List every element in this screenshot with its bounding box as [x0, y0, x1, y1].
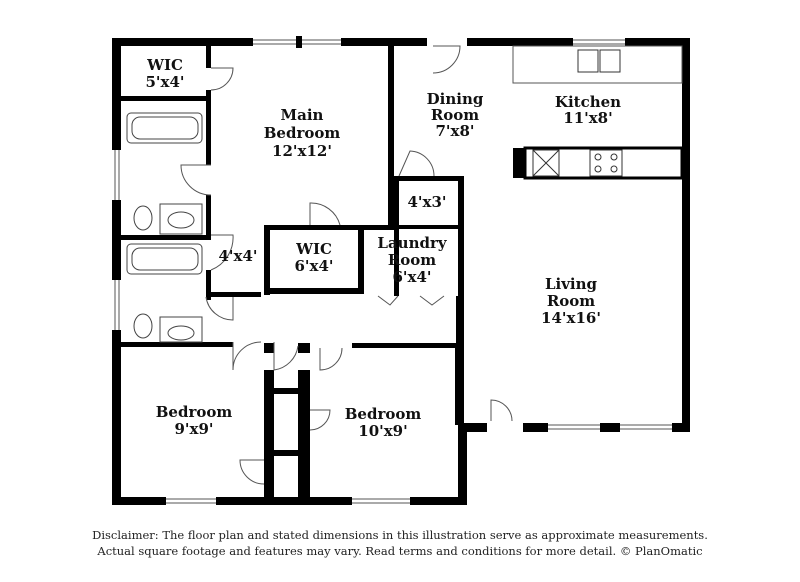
room-name-line2: Room: [547, 292, 595, 310]
room-size: 4'x4': [218, 247, 257, 265]
room-name-line2: Room: [388, 251, 436, 269]
room-size: 11'x8': [563, 109, 612, 127]
room-size: 5'x4': [145, 73, 184, 91]
disclaimer-line-2: Actual square footage and features may v…: [97, 544, 703, 558]
room-size: 6'x4': [392, 268, 431, 286]
room-size: 4'x3': [407, 193, 446, 211]
room-dining-room: Dining Room 7'x8': [427, 90, 484, 140]
room-name: Bedroom: [345, 405, 422, 423]
room-name: Bedroom: [156, 403, 233, 421]
room-size: 12'x12': [272, 142, 332, 160]
kitchen-counter: [512, 45, 684, 180]
room-size: 10'x9': [358, 422, 407, 440]
room-name: Kitchen: [555, 93, 621, 111]
room-name-line1: Main: [281, 106, 324, 124]
room-name-line1: Living: [545, 275, 598, 293]
room-main-bedroom: Main Bedroom 12'x12': [264, 106, 341, 160]
room-living-room: Living Room 14'x16': [541, 275, 601, 327]
room-closet-4x3: 4'x3': [407, 193, 446, 211]
room-name-line1: Dining: [427, 90, 484, 108]
room-size: 7'x8': [435, 122, 474, 140]
disclaimer-line-1: Disclaimer: The floor plan and stated di…: [92, 528, 708, 542]
room-kitchen: Kitchen 11'x8': [555, 93, 621, 127]
room-bedroom-right: Bedroom 10'x9': [345, 405, 422, 440]
bathroom-fixtures: [126, 112, 203, 343]
room-name-line2: Bedroom: [264, 124, 341, 142]
room-size: 6'x4': [294, 257, 333, 275]
door-swings: [180, 45, 513, 485]
room-laundry-room: Laundry Room 6'x4': [377, 234, 447, 286]
room-wic-main: WIC 6'x4': [294, 240, 333, 275]
room-size: 14'x16': [541, 309, 601, 327]
room-name-line1: Laundry: [377, 234, 447, 252]
windows: [110, 36, 672, 507]
room-wic-small: WIC 5'x4': [145, 56, 184, 91]
room-name-line2: Room: [431, 106, 479, 124]
room-hall-4x4: 4'x4': [218, 247, 257, 265]
disclaimer: Disclaimer: The floor plan and stated di…: [0, 527, 800, 559]
room-size: 9'x9': [174, 420, 213, 438]
room-name: WIC: [295, 240, 332, 258]
room-name: WIC: [146, 56, 183, 74]
room-bedroom-left: Bedroom 9'x9': [156, 403, 233, 438]
